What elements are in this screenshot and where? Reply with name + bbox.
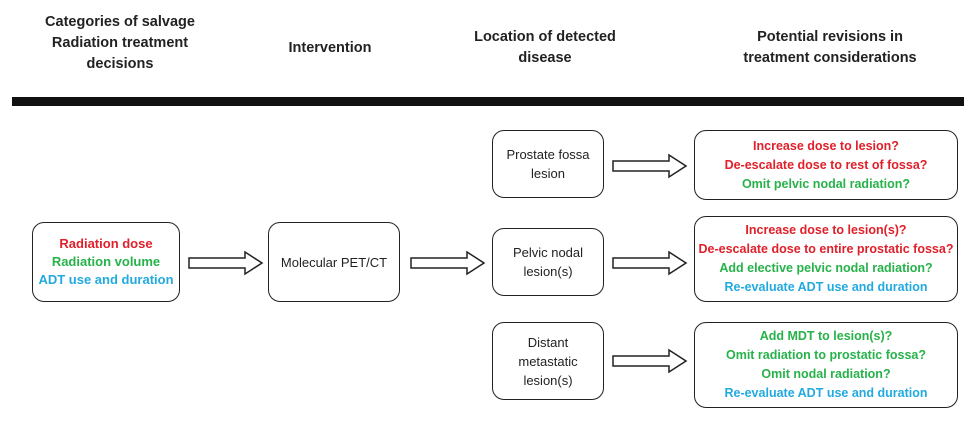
revision-item: De-escalate dose to rest of fossa? [724,157,928,172]
revision-item: Omit radiation to prostatic fossa? [725,348,927,362]
decision-item: Radiation volume [51,254,161,269]
location-line: lesion(s) [523,264,573,279]
revision-box-distant-metastatic: Add MDT to lesion(s)? Omit radiation to … [694,322,958,408]
header-divider [12,97,964,106]
decision-item: Radiation dose [59,236,153,251]
header-intervention: Intervention [260,38,400,59]
location-line: Pelvic nodal [512,245,584,260]
revision-item: Omit nodal radiation? [761,367,891,381]
arrow-right-icon [612,348,688,374]
header-categories: Categories of salvage Radiation treatmen… [20,12,220,75]
location-line: lesion [531,166,565,181]
arrow-right-icon [612,153,688,179]
revision-item: Add elective pelvic nodal radiation? [719,261,933,275]
location-line: Prostate fossa [506,147,590,162]
header-revisions: Potential revisions in treatment conside… [715,27,945,69]
header-location-line: disease [518,50,572,66]
header-revisions-line: Potential revisions in [757,29,903,45]
arrow-right-icon [612,250,688,276]
intervention-label: Molecular PET/CT [280,254,388,270]
header-intervention-line: Intervention [288,40,372,56]
intervention-box: Molecular PET/CT [268,222,400,302]
revision-item: Increase dose to lesion? [753,138,899,153]
revision-item: Add MDT to lesion(s)? [759,329,893,343]
location-line: Distant [527,334,569,350]
decisions-box: Radiation dose Radiation volume ADT use … [32,222,180,302]
header-categories-line: decisions [86,56,154,72]
header-categories-line: Categories of salvage [45,14,195,30]
location-line: metastatic [518,353,578,369]
location-line: lesion(s) [523,372,573,388]
location-box-prostate-fossa: Prostate fossa lesion [492,130,604,198]
revision-item: Re-evaluate ADT use and duration [724,280,928,294]
revision-box-prostate-fossa: Increase dose to lesion? De-escalate dos… [694,130,958,200]
revision-item: De-escalate dose to entire prostatic fos… [698,242,954,256]
location-box-distant-metastatic: Distant metastatic lesion(s) [492,322,604,400]
revision-item: Re-evaluate ADT use and duration [724,386,928,400]
header-location-line: Location of detected [474,29,616,45]
header-categories-line: Radiation treatment [51,35,189,51]
revision-box-pelvic-nodal: Increase dose to lesion(s)? De-escalate … [694,216,958,302]
header-location: Location of detected disease [460,27,630,69]
location-box-pelvic-nodal: Pelvic nodal lesion(s) [492,228,604,296]
revision-item: Omit pelvic nodal radiation? [741,176,911,191]
arrow-right-icon [188,250,264,276]
decision-item: ADT use and duration [38,272,174,287]
header-revisions-line: treatment considerations [743,50,917,66]
arrow-right-icon [410,250,486,276]
revision-item: Increase dose to lesion(s)? [745,223,907,237]
